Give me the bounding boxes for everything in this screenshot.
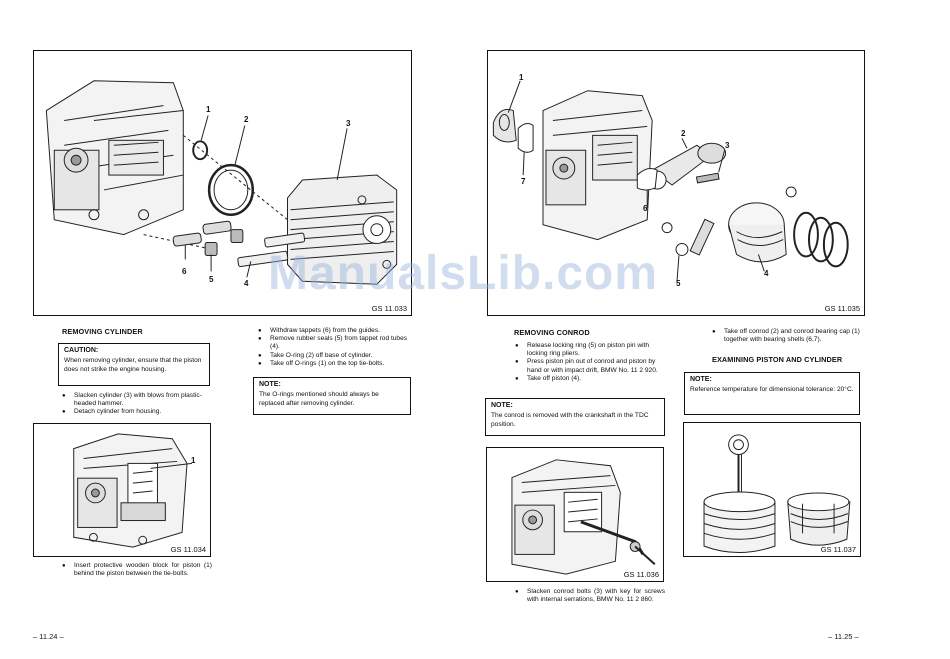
page-number: – 11.25 – [828, 632, 859, 641]
step-item: Remove rubber seals (5) from tappet rod … [258, 335, 408, 351]
step-item: Release locking ring (5) on piston pin w… [515, 342, 667, 358]
callout-5: 5 [676, 279, 681, 288]
steps-conrod-cap: Take off conrod (2) and conrod bearing c… [712, 328, 864, 344]
figure-code: GS 11.034 [170, 545, 206, 554]
callout-6: 6 [643, 204, 648, 213]
callout-4: 4 [764, 269, 769, 278]
callout-3: 3 [346, 119, 351, 128]
step-item: Take off piston (4). [515, 375, 667, 383]
section-heading-removing-cylinder: REMOVING CYLINDER [62, 327, 143, 336]
callout-2: 2 [681, 129, 686, 138]
step-item: Withdraw tappets (6) from the guides. [258, 327, 408, 335]
step-item: Insert protective wooden block for pisto… [62, 562, 212, 578]
callout-2: 2 [244, 115, 249, 124]
step-item: Take off O-rings (1) on the top tie-bolt… [258, 360, 408, 368]
step-item: Take O-ring (2) off base of cylinder. [258, 352, 408, 360]
conrod-exploded-illustration [492, 80, 849, 282]
figure-wooden-block: 1 GS 11.034 [33, 423, 211, 557]
caution-title: CAUTION: [64, 347, 99, 354]
callout-3: 3 [725, 141, 730, 150]
callout-5: 5 [209, 275, 214, 284]
note-text: Reference temperature for dimensional to… [690, 386, 854, 394]
step-item: Slacken cylinder (3) with blows from pla… [62, 392, 214, 408]
note-box: NOTE: Reference temperature for dimensio… [684, 372, 860, 415]
step-item: Detach cylinder from housing. [62, 408, 214, 416]
note-title: NOTE: [259, 381, 281, 388]
figure-code: GS 11.035 [824, 304, 860, 313]
section-heading-examining: EXAMINING PISTON AND CYLINDER [712, 355, 843, 364]
step-item: Press piston pin out of conrod and pisto… [515, 358, 667, 374]
wooden-block-illustration [73, 433, 192, 548]
step-item: Take off conrod (2) and conrod bearing c… [712, 328, 864, 344]
caution-text: When removing cylinder, ensure that the … [64, 357, 202, 373]
figure-measuring: GS 11.037 [683, 422, 861, 557]
note-text: The O-rings mentioned should always be r… [259, 391, 379, 407]
conrod-bolts-illustration [511, 459, 656, 575]
cylinder-exploded-illustration [45, 80, 398, 285]
figure-code: GS 11.033 [371, 304, 407, 313]
callout-1: 1 [206, 105, 211, 114]
caution-box: CAUTION: When removing cylinder, ensure … [58, 343, 210, 386]
callout-6: 6 [182, 267, 187, 276]
steps-removing-cylinder: Slacken cylinder (3) with blows from pla… [62, 392, 214, 417]
steps-removing-conrod: Release locking ring (5) on piston pin w… [515, 342, 667, 383]
callout-7: 7 [521, 177, 526, 186]
note-text: The conrod is removed with the crankshaf… [491, 412, 649, 428]
figure-cylinder-exploded: 1 2 3 6 5 4 GS 11.033 [33, 50, 412, 316]
step-item: Slacken conrod bolts (3) with key for sc… [515, 588, 665, 604]
figure-conrod-bolts: GS 11.036 [486, 447, 664, 582]
callout-4: 4 [244, 279, 249, 288]
figure-conrod-exploded: 1 7 2 3 6 5 4 GS 11.035 [487, 50, 865, 316]
note-box: NOTE: The conrod is removed with the cra… [485, 398, 665, 436]
callout-1: 1 [191, 456, 196, 465]
note-box: NOTE: The O-rings mentioned should alway… [253, 377, 411, 415]
page-number: – 11.24 – [33, 632, 64, 641]
steps-tappets: Withdraw tappets (6) from the guides. Re… [258, 327, 408, 368]
callout-1: 1 [519, 73, 524, 82]
steps-wooden-block: Insert protective wooden block for pisto… [62, 562, 212, 578]
section-heading-removing-conrod: REMOVING CONROD [514, 328, 590, 337]
note-title: NOTE: [491, 402, 513, 409]
figure-code: GS 11.037 [820, 545, 856, 554]
note-title: NOTE: [690, 376, 712, 383]
steps-conrod-bolts: Slacken conrod bolts (3) with key for sc… [515, 588, 665, 604]
figure-code: GS 11.036 [623, 570, 659, 579]
measuring-illustration [703, 434, 851, 553]
